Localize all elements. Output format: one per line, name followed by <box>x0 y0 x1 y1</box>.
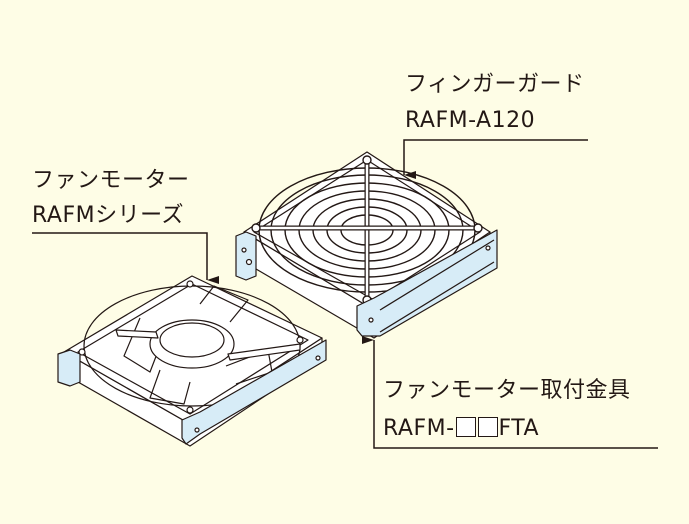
finger-guard-name: フィンガーガード <box>405 72 585 97</box>
model-code-placeholder-box <box>477 417 498 437</box>
mounting-bracket-left <box>235 231 257 281</box>
model-code-placeholder-box <box>455 417 476 437</box>
mounting-bracket-model-prefix: RAFM- <box>383 416 455 441</box>
mounting-bracket-model-suffix: FTA <box>498 416 540 441</box>
mounting-bracket-left-small <box>57 349 81 387</box>
callout-lines <box>32 139 658 449</box>
finger-guard-model: RAFM-A120 <box>405 108 536 133</box>
mounting-bracket-model: RAFM- FTA <box>383 416 539 442</box>
fan-motor-model: RAFMシリーズ <box>32 203 184 228</box>
mounting-bracket-front <box>356 229 498 337</box>
mounting-bracket-name: ファンモーター取付金具 <box>383 378 631 403</box>
fan-motor-name: ファンモーター <box>32 168 190 193</box>
mounting-bracket-front-small <box>181 339 327 445</box>
fan-motor <box>57 275 327 447</box>
finger-guard-leader <box>403 139 588 179</box>
fan-motor-leader <box>32 232 219 284</box>
bracket-leader <box>362 336 658 449</box>
guarded-fan-assembly <box>235 151 498 339</box>
